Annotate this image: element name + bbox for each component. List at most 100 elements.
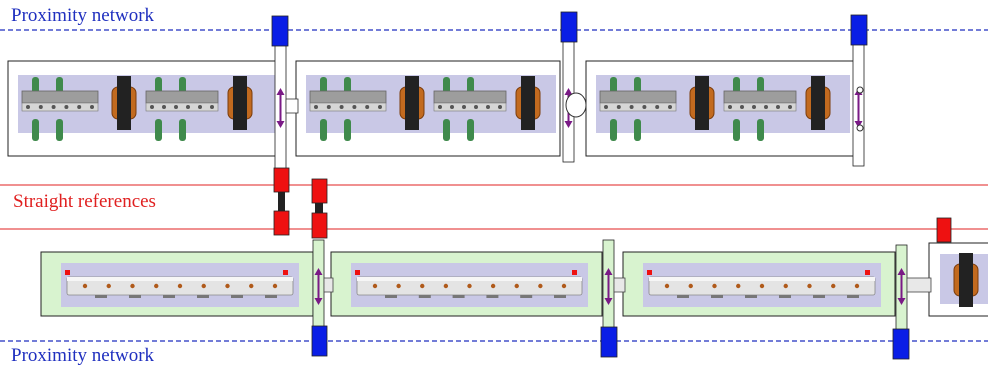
structure-bar	[434, 91, 506, 103]
structure-bolt	[210, 105, 214, 109]
wire-link-icon	[278, 192, 285, 211]
structure-cell	[736, 284, 740, 288]
structure-base	[22, 103, 98, 111]
support-rod	[443, 119, 450, 141]
girder-joint-icon	[324, 278, 333, 292]
structure-bar	[310, 91, 386, 103]
reference-sensor-icon	[274, 211, 289, 235]
quadrupole-yoke	[959, 253, 973, 307]
structure-bolt	[90, 105, 94, 109]
marker-icon	[65, 270, 70, 275]
bottom-girder-module-partial	[929, 243, 988, 316]
marker-icon	[572, 270, 577, 275]
support-rod	[634, 119, 641, 141]
girder-joint-icon	[857, 125, 863, 131]
structure-foot	[677, 295, 689, 298]
support-rod	[155, 119, 162, 141]
structure-bolt	[462, 105, 466, 109]
structure-bolt	[474, 105, 478, 109]
quadrupole-yoke	[521, 76, 535, 130]
structure-cell	[420, 284, 424, 288]
accelerating-structure-icon	[22, 91, 98, 111]
structure-bolt	[198, 105, 202, 109]
structure-cell	[178, 284, 182, 288]
quadrupole-yoke	[695, 76, 709, 130]
structure-foot	[779, 295, 791, 298]
structure-bolt	[52, 105, 56, 109]
structure-foot	[711, 295, 723, 298]
proximity-sensor-icon	[851, 15, 867, 45]
structure-bolt	[642, 105, 646, 109]
structure-foot	[197, 295, 209, 298]
structure-cell	[491, 284, 495, 288]
structure-bolt	[340, 105, 344, 109]
structure-foot	[385, 295, 397, 298]
accelerating-structure-icon	[434, 91, 506, 111]
girder-joint-icon	[857, 87, 863, 93]
structure-bolt	[728, 105, 732, 109]
girder-joint-icon	[566, 93, 586, 117]
top-girder-module	[586, 61, 854, 156]
structure-base	[434, 103, 506, 111]
structure-bolt	[186, 105, 190, 109]
top-girder-module	[8, 61, 278, 156]
structure-bolt	[668, 105, 672, 109]
quadrupole-yoke	[117, 76, 131, 130]
structure-bar	[600, 91, 676, 103]
proximity-sensor-icon	[561, 12, 577, 42]
structure-cell	[83, 284, 87, 288]
structure-base	[310, 103, 386, 111]
structure-bolt	[438, 105, 442, 109]
structure-bolt	[788, 105, 792, 109]
structure-bar	[724, 91, 796, 103]
structure-bolt	[352, 105, 356, 109]
structure-bolt	[617, 105, 621, 109]
structure-cell	[202, 284, 206, 288]
structure-bar	[22, 91, 98, 103]
reference-sensor-icon	[312, 179, 327, 203]
structure-foot	[554, 295, 566, 298]
structure-cell	[154, 284, 158, 288]
structure-cell	[665, 284, 669, 288]
structure-cell	[515, 284, 519, 288]
accelerating-structure-icon	[600, 91, 676, 111]
reference-sensor-icon	[274, 168, 289, 192]
structure-bolt	[604, 105, 608, 109]
bottom-support-post	[603, 240, 614, 330]
structure-bolt	[498, 105, 502, 109]
structure-foot	[453, 295, 465, 298]
structure-bolt	[174, 105, 178, 109]
structure-bolt	[630, 105, 634, 109]
support-rod	[320, 119, 327, 141]
support-rod	[344, 119, 351, 141]
structure-foot	[265, 295, 277, 298]
structure-bar	[146, 91, 218, 103]
structure-bolt	[378, 105, 382, 109]
proximity-sensor-icon	[272, 16, 288, 46]
structure-bolt	[764, 105, 768, 109]
structure-cell	[467, 284, 471, 288]
structure-bolt	[365, 105, 369, 109]
structure-foot	[745, 295, 757, 298]
reference-sensor-icon	[312, 213, 327, 238]
structure-foot	[813, 295, 825, 298]
structure-cell	[225, 284, 229, 288]
marker-icon	[283, 270, 288, 275]
structure-foot	[486, 295, 498, 298]
structure-bolt	[150, 105, 154, 109]
structure-foot	[520, 295, 532, 298]
structure-bolt	[486, 105, 490, 109]
bottom-girder-module	[41, 252, 313, 316]
structure-cell	[855, 284, 859, 288]
structure-cell	[760, 284, 764, 288]
wire-link-icon	[315, 203, 323, 213]
structure-cell	[689, 284, 693, 288]
structure-cell	[373, 284, 377, 288]
proximity-sensor-icon	[893, 329, 909, 359]
support-rod	[757, 119, 764, 141]
structure-cell	[444, 284, 448, 288]
structure-cell	[107, 284, 111, 288]
structure-bolt	[26, 105, 30, 109]
